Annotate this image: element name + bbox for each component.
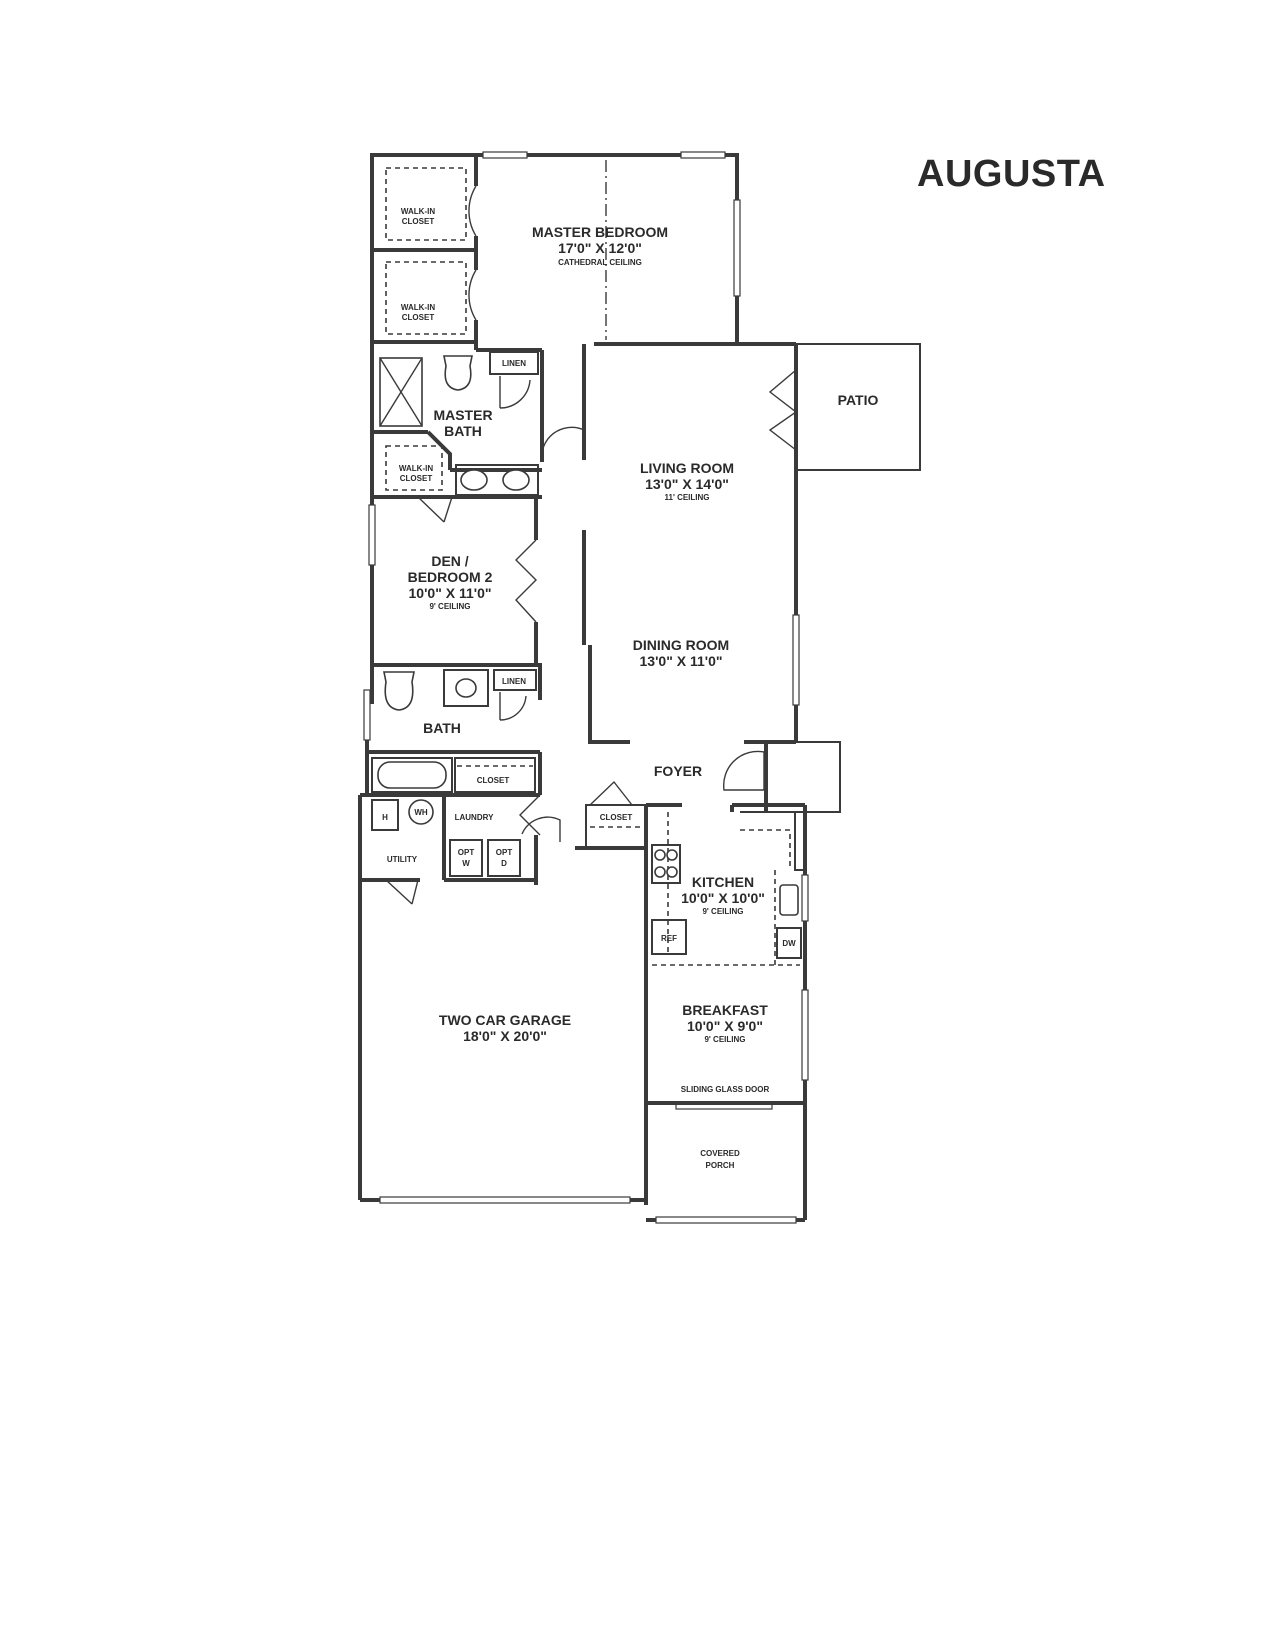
master-bath-linen: LINEN: [502, 359, 526, 368]
kitchen-fridge: REF: [661, 934, 677, 943]
master-suite: [372, 155, 607, 350]
master-bedroom-size: 17'0" X 12'0": [558, 240, 642, 256]
patio-name: PATIO: [838, 392, 879, 408]
dining-room-size: 13'0" X 11'0": [640, 653, 723, 669]
breakfast-note: 9' CEILING: [704, 1035, 745, 1044]
master-bedroom-note: CATHEDRAL CEILING: [558, 258, 642, 267]
den-line2: BEDROOM 2: [408, 569, 493, 585]
laundry-dryer-line2: D: [501, 859, 507, 868]
bath-area: [367, 665, 542, 836]
laundry-washer-line2: W: [462, 859, 470, 868]
utility-water-heater: WH: [414, 808, 428, 817]
patio-area: [768, 343, 921, 471]
bath-closet: CLOSET: [477, 776, 510, 785]
walk-in-closet-2-line2: CLOSET: [402, 313, 435, 322]
foyer-closet: CLOSET: [600, 813, 633, 822]
foyer-area: [575, 530, 841, 850]
laundry-washer-line1: OPT: [458, 848, 475, 857]
master-bath-line1: MASTER: [433, 407, 492, 423]
den-note: 9' CEILING: [429, 602, 470, 611]
garage-name: TWO CAR GARAGE: [439, 1012, 571, 1028]
utility-name: UTILITY: [387, 855, 418, 864]
laundry-dryer-line1: OPT: [496, 848, 513, 857]
kitchen-size: 10'0" X 10'0": [681, 890, 765, 906]
garage-size: 18'0" X 20'0": [463, 1028, 547, 1044]
living-room-size: 13'0" X 14'0": [645, 476, 729, 492]
master-bath-area: [372, 344, 586, 523]
kitchen-note: 9' CEILING: [702, 907, 743, 916]
bath-name: BATH: [423, 720, 461, 736]
room-labels: MASTER BEDROOM 17'0" X 12'0" CATHEDRAL C…: [382, 207, 878, 1170]
laundry-name: LAUNDRY: [455, 813, 494, 822]
foyer-name: FOYER: [654, 763, 702, 779]
master-bath-line2: BATH: [444, 423, 482, 439]
den-area: [372, 497, 542, 667]
windows: [363, 151, 809, 1224]
covered-porch-line1: COVERED: [700, 1149, 740, 1158]
breakfast-size: 10'0" X 9'0": [687, 1018, 763, 1034]
den-line1: DEN /: [431, 553, 468, 569]
sliding-glass-door-label: SLIDING GLASS DOOR: [681, 1085, 770, 1094]
breakfast-name: BREAKFAST: [682, 1002, 768, 1018]
covered-porch-line2: PORCH: [706, 1161, 735, 1170]
utility-laundry-area: [360, 793, 561, 905]
walk-in-closet-3-line2: CLOSET: [400, 474, 433, 483]
walk-in-closet-2-line1: WALK-IN: [401, 303, 435, 312]
den-size: 10'0" X 11'0": [409, 585, 492, 601]
living-room-note: 11' CEILING: [664, 493, 709, 502]
walk-in-closet-3-line1: WALK-IN: [399, 464, 433, 473]
bath-linen: LINEN: [502, 677, 526, 686]
living-room-name: LIVING ROOM: [640, 460, 734, 476]
walk-in-closet-1-line2: CLOSET: [402, 217, 435, 226]
dining-room-name: DINING ROOM: [633, 637, 729, 653]
kitchen-breakfast-area: [644, 803, 805, 1105]
walk-in-closet-1-line1: WALK-IN: [401, 207, 435, 216]
kitchen-dishwasher: DW: [782, 939, 796, 948]
utility-heater: H: [382, 813, 388, 822]
plan-title: AUGUSTA: [917, 153, 1106, 195]
master-bedroom-name: MASTER BEDROOM: [532, 224, 668, 240]
kitchen-name: KITCHEN: [692, 874, 754, 890]
